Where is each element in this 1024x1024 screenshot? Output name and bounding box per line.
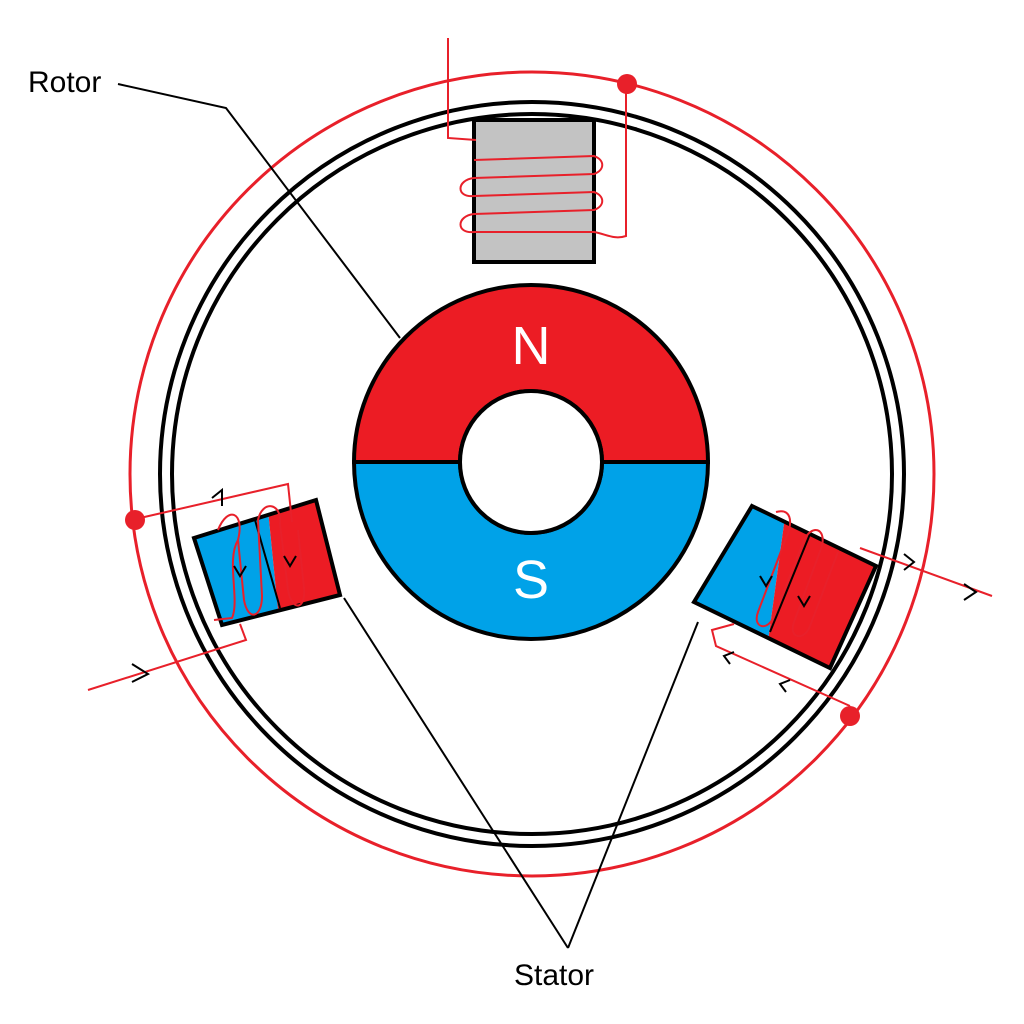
right-stator-core [691, 503, 879, 671]
south-pole-label: S [513, 550, 549, 610]
outer-wire-ring [128, 70, 936, 878]
right-coil-winding [710, 510, 993, 707]
right-stator-coil [691, 503, 993, 707]
junction-dot-top [617, 74, 637, 94]
top-coil-winding [447, 38, 627, 239]
top-stator-core [472, 118, 596, 264]
stator-leader-line-right [567, 621, 699, 949]
housing-outer-ring [158, 100, 906, 848]
rotor-shaft-hole [458, 389, 604, 535]
rotor-leader-line [117, 83, 401, 339]
left-stator-core [191, 497, 343, 628]
junction-dot-left [125, 510, 145, 530]
stator-label: Stator [514, 959, 594, 992]
junction-dot-right [840, 706, 860, 726]
left-coil-winding [87, 482, 306, 691]
stator-leader-line-left [343, 597, 569, 949]
left-stator-coil [87, 482, 343, 691]
housing-inner-ring [170, 112, 894, 836]
north-pole-label: N [512, 316, 551, 376]
top-stator-coil [447, 38, 627, 264]
rotor: N S [351, 283, 711, 641]
rotor-label: Rotor [28, 66, 101, 99]
